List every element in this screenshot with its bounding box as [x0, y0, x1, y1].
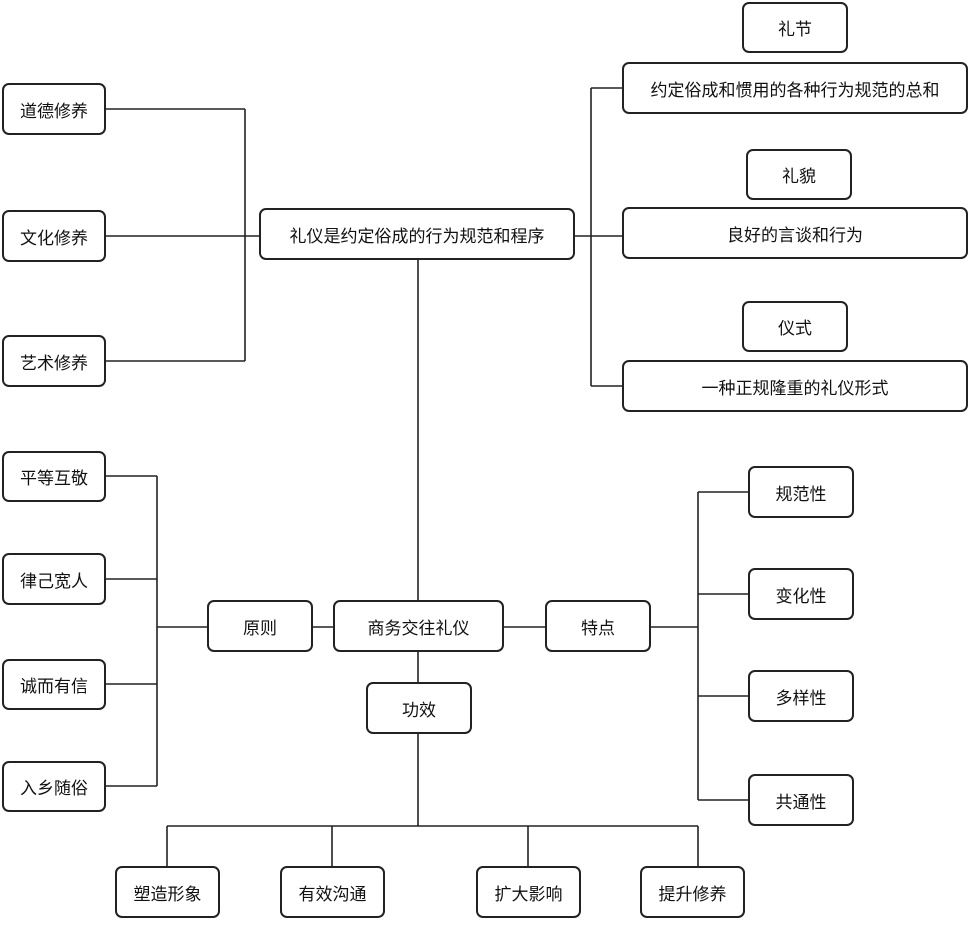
features-box: 特点: [545, 600, 651, 652]
type-description-box: 约定俗成和惯用的各种行为规范的总和: [622, 62, 968, 114]
principles-box: 原则: [207, 600, 313, 652]
connector-principles: [106, 475, 333, 787]
connector-effects: [166, 652, 699, 866]
feature-box: 共通性: [748, 774, 854, 826]
principle-box: 平等互敬: [2, 451, 106, 502]
type-name-box: 礼貌: [746, 149, 852, 200]
type-name-box: 仪式: [742, 301, 848, 352]
feature-box: 变化性: [748, 568, 854, 620]
cultivation-box: 文化修养: [2, 210, 106, 262]
definition-box: 礼仪是约定俗成的行为规范和程序: [259, 208, 575, 260]
type-description-box: 一种正规隆重的礼仪形式: [622, 360, 968, 412]
connector-features: [504, 491, 748, 801]
connector-cultivation: [106, 108, 259, 362]
principle-box: 入乡随俗: [2, 761, 106, 812]
feature-box: 规范性: [748, 466, 854, 518]
effect-box: 提升修养: [640, 866, 745, 918]
cultivation-box: 道德修养: [2, 83, 106, 135]
type-name-box: 礼节: [742, 2, 848, 53]
cultivation-box: 艺术修养: [2, 335, 106, 387]
connector-types: [575, 87, 622, 387]
principle-box: 律己宽人: [2, 553, 106, 605]
type-description-box: 良好的言谈和行为: [622, 207, 968, 259]
center-box: 商务交往礼仪: [333, 600, 504, 652]
effects-box: 功效: [366, 682, 472, 734]
principle-box: 诚而有信: [2, 659, 106, 710]
effect-box: 有效沟通: [280, 866, 385, 918]
effect-box: 塑造形象: [115, 866, 220, 918]
effect-box: 扩大影响: [476, 866, 581, 918]
feature-box: 多样性: [748, 670, 854, 722]
